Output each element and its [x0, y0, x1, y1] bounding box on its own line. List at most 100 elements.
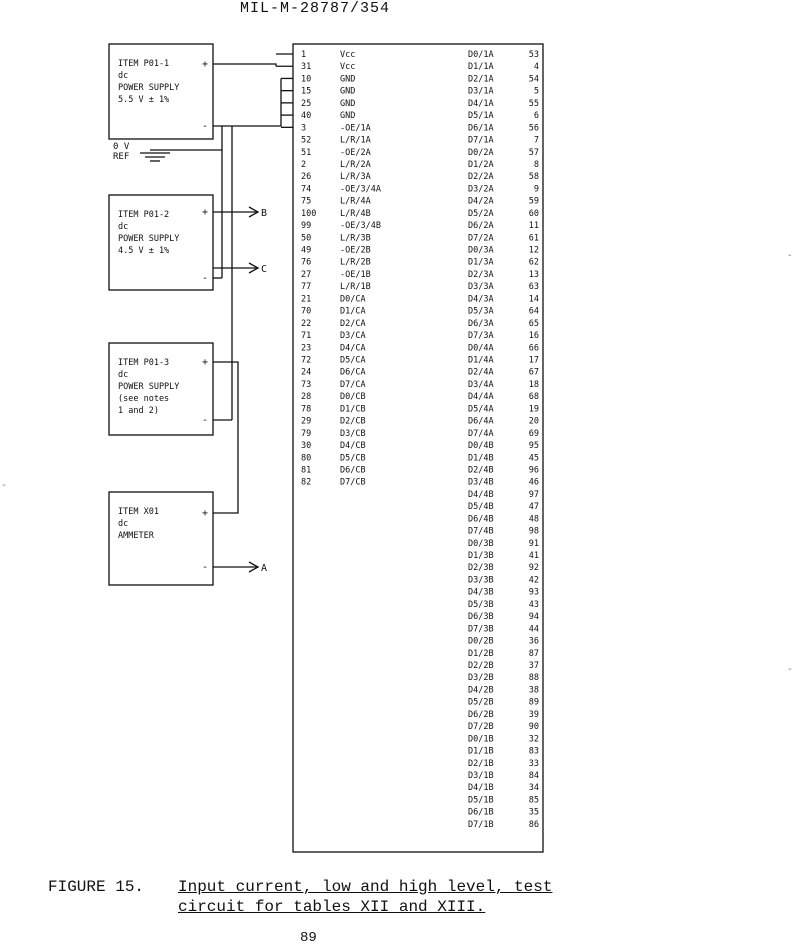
- left-pin-signal: GND: [340, 99, 355, 109]
- left-pin-number: 50: [301, 233, 311, 243]
- right-pin-signal: D2/3A: [468, 270, 494, 280]
- left-pin-signal: D6/CB: [340, 465, 366, 475]
- right-pin-number: 89: [529, 698, 539, 708]
- node-b-head: [248, 206, 260, 218]
- right-pin-signal: D6/4B: [468, 514, 494, 524]
- right-pin-signal: D2/1A: [468, 74, 494, 84]
- left-pin-number: 100: [301, 209, 316, 219]
- left-pin-number: 30: [301, 441, 311, 451]
- right-pin-number: 5: [534, 87, 539, 97]
- right-pin-signal: D4/3B: [468, 588, 494, 598]
- right-pin-signal: D4/3A: [468, 294, 494, 304]
- left-pin-number: 71: [301, 331, 311, 341]
- left-pin-signal: Vcc: [340, 62, 355, 72]
- right-pin-number: 48: [529, 514, 539, 524]
- left-pin-number: 99: [301, 221, 311, 231]
- vcc-bus: [213, 63, 277, 67]
- right-pin-signal: D7/1A: [468, 136, 494, 146]
- right-pin-number: 54: [529, 74, 539, 84]
- left-pin-number: 70: [301, 307, 311, 317]
- left-pin-signal: D3/CA: [340, 331, 366, 341]
- instrument-box: [108, 491, 214, 586]
- right-pin-signal: D6/3A: [468, 319, 494, 329]
- right-pin-number: 46: [529, 478, 539, 488]
- right-pin-signal: D1/4B: [468, 453, 494, 463]
- node-b-label: B: [261, 208, 267, 219]
- left-pin-number: 78: [301, 404, 311, 414]
- right-pin-number: 93: [529, 588, 539, 598]
- right-pin-number: 56: [529, 123, 539, 133]
- right-pin-number: 69: [529, 429, 539, 439]
- instrument-label: POWER SUPPLY: [118, 382, 179, 392]
- left-pin-number: 80: [301, 453, 311, 463]
- right-pin-number: 96: [529, 465, 539, 475]
- instrument-label: ITEM P01-2: [118, 210, 169, 220]
- right-pin-signal: D5/3B: [468, 600, 494, 610]
- left-pin-signal: -OE/1A: [340, 123, 371, 133]
- right-pin-number: 87: [529, 649, 539, 659]
- right-pin-number: 47: [529, 502, 539, 512]
- left-pin-signal: L/R/4B: [340, 209, 371, 219]
- right-pin-signal: D5/4B: [468, 502, 494, 512]
- node-c-head: [248, 262, 260, 274]
- right-pin-number: 41: [529, 551, 539, 561]
- right-pin-number: 64: [529, 307, 539, 317]
- right-pin-signal: D3/1B: [468, 771, 494, 781]
- right-pin-number: 33: [529, 759, 539, 769]
- left-pin-signal: D2/CA: [340, 319, 366, 329]
- left-pin-number: 23: [301, 343, 311, 353]
- right-pin-number: 8: [534, 160, 539, 170]
- left-pin-signal: D2/CB: [340, 417, 366, 427]
- right-pin-signal: D7/2B: [468, 722, 494, 732]
- right-pin-signal: D3/3A: [468, 282, 494, 292]
- right-pin-signal: D1/2A: [468, 160, 494, 170]
- right-pin-signal: D7/4A: [468, 429, 494, 439]
- left-pin-signal: L/R/1B: [340, 282, 371, 292]
- right-pin-signal: D5/2B: [468, 698, 494, 708]
- left-pin-signal: -OE/1B: [340, 270, 371, 280]
- left-pin-number: 51: [301, 148, 311, 158]
- margin-mark: -: [788, 250, 792, 261]
- right-pin-signal: D2/3B: [468, 563, 494, 573]
- right-pin-number: 19: [529, 404, 539, 414]
- right-pin-signal: D0/2B: [468, 637, 494, 647]
- right-pin-number: 18: [529, 380, 539, 390]
- left-pin-number: 81: [301, 465, 311, 475]
- right-pin-number: 32: [529, 734, 539, 744]
- figure-title-line2: circuit for tables XII and XIII.: [178, 898, 486, 916]
- left-pin-signal: -OE/3/4A: [340, 184, 381, 194]
- margin-mark: -: [2, 480, 6, 491]
- left-pin-number: 2: [301, 160, 306, 170]
- device-body: [292, 43, 544, 853]
- left-pin-number: 74: [301, 184, 311, 194]
- terminal-minus: -: [202, 121, 208, 132]
- right-pin-signal: D3/2B: [468, 673, 494, 683]
- instrument-label: POWER SUPPLY: [118, 234, 179, 244]
- left-pin-number: 1: [301, 50, 306, 60]
- right-pin-number: 58: [529, 172, 539, 182]
- node-a-label: A: [261, 563, 267, 574]
- right-pin-number: 91: [529, 539, 539, 549]
- instrument-label: POWER SUPPLY: [118, 83, 179, 93]
- right-pin-signal: D5/1B: [468, 795, 494, 805]
- right-pin-signal: D2/4B: [468, 465, 494, 475]
- right-pin-number: 92: [529, 563, 539, 573]
- figure-title-line1: Input current, low and high level, test: [178, 878, 553, 896]
- left-pin-signal: -OE/2B: [340, 246, 371, 256]
- left-pin-signal: D7/CA: [340, 380, 366, 390]
- instrument-label: 4.5 V ± 1%: [118, 246, 169, 256]
- right-pin-signal: D6/1A: [468, 123, 494, 133]
- right-pin-signal: D6/2A: [468, 221, 494, 231]
- left-pin-number: 21: [301, 294, 311, 304]
- right-pin-number: 44: [529, 624, 539, 634]
- left-pin-number: 27: [301, 270, 311, 280]
- left-pin-signal: L/R/2B: [340, 258, 371, 268]
- right-pin-number: 38: [529, 685, 539, 695]
- right-pin-number: 65: [529, 319, 539, 329]
- right-pin-signal: D2/2B: [468, 661, 494, 671]
- right-pin-signal: D4/2A: [468, 197, 494, 207]
- right-pin-number: 83: [529, 747, 539, 757]
- right-pin-signal: D2/4A: [468, 368, 494, 378]
- right-pin-signal: D0/1B: [468, 734, 494, 744]
